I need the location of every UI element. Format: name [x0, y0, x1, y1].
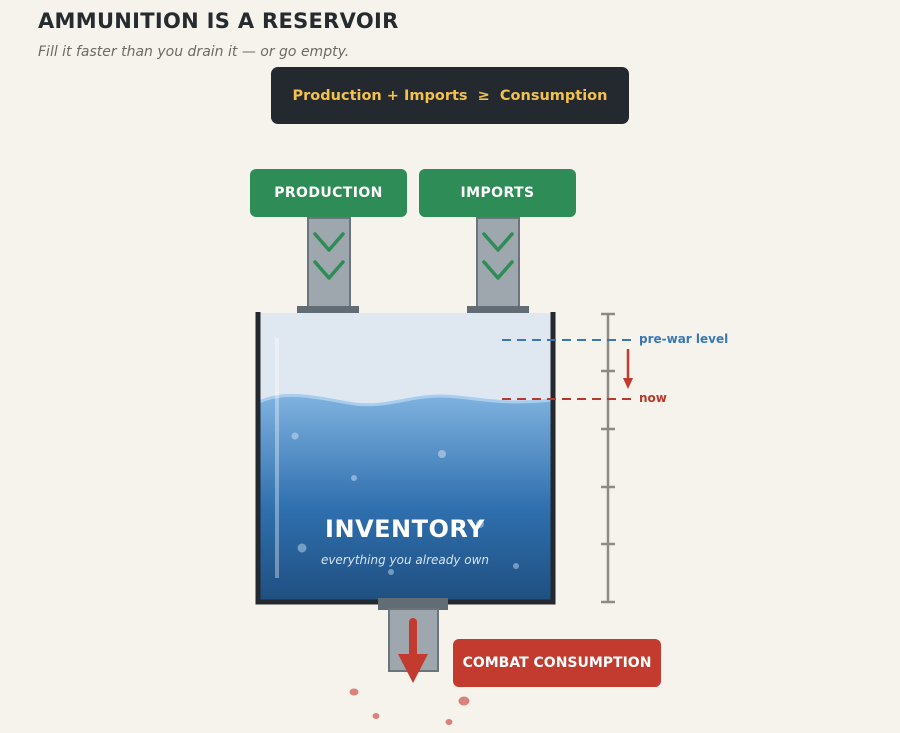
balance-equation: Production + Imports ≥ Consumption [271, 67, 629, 124]
imports-pipe [467, 217, 529, 319]
page-title: AMMUNITION IS A RESERVOIR [38, 9, 399, 33]
spill-droplets [349, 688, 470, 725]
arrow-down-icon [398, 654, 428, 683]
combat-consumption-box: COMBAT CONSUMPTION [453, 639, 661, 687]
chevron-down-icon [482, 260, 514, 280]
prewar-level-label: pre-war level [639, 332, 729, 346]
arrow-down-icon [623, 378, 633, 389]
inventory-label: INVENTORY [325, 515, 485, 543]
production-box: PRODUCTION [250, 169, 407, 217]
now-level-label: now [639, 391, 667, 405]
chevron-down-icon [313, 232, 345, 252]
inventory-sublabel: everything you already own [320, 553, 490, 567]
level-gauge [601, 312, 615, 604]
chevron-down-icon [482, 232, 514, 252]
production-pipe [297, 217, 359, 319]
imports-box: IMPORTS [419, 169, 576, 217]
page-subtitle: Fill it faster than you drain it — or go… [38, 44, 350, 60]
outlet-pipe [378, 598, 448, 683]
chevron-down-icon [313, 260, 345, 280]
